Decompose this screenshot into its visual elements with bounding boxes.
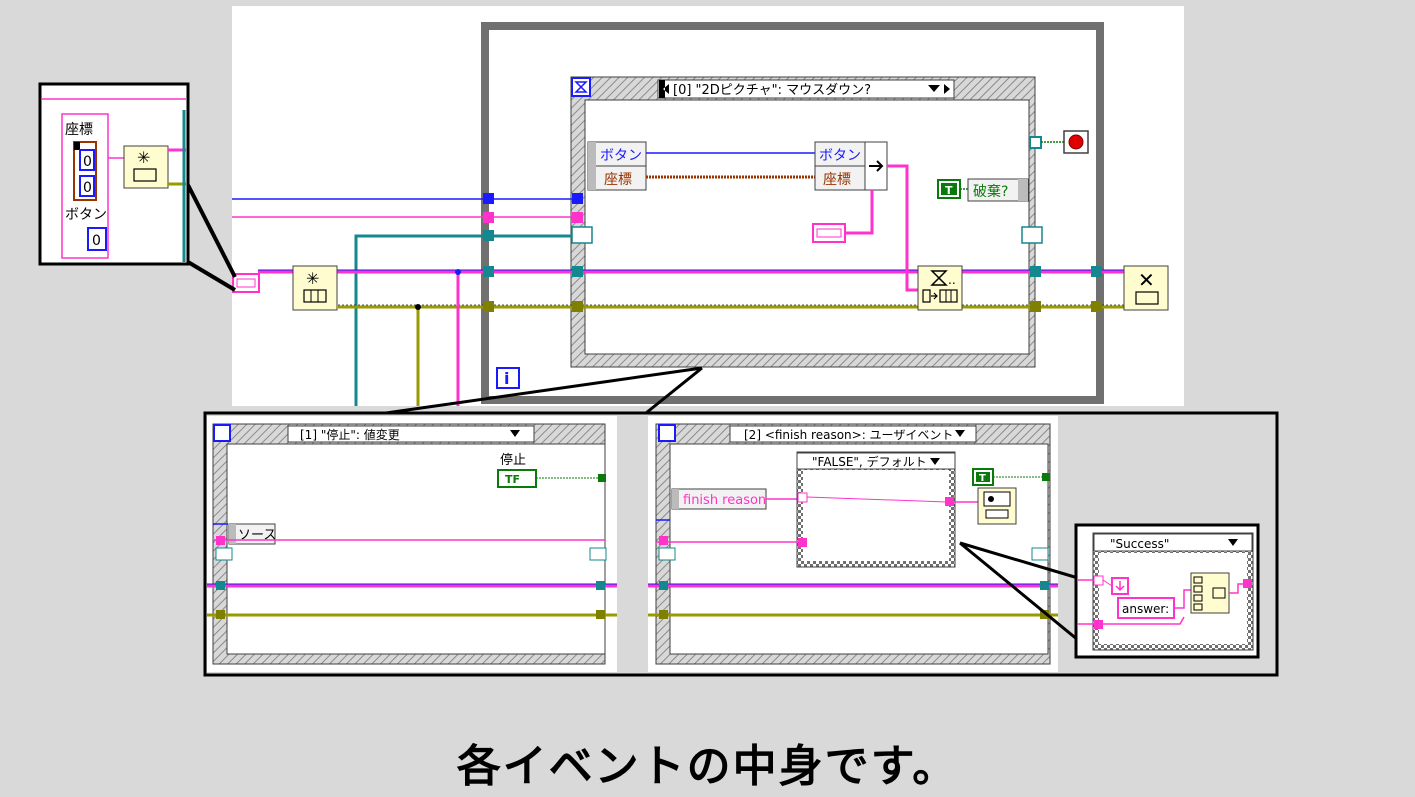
tunnel [483,230,494,241]
tunnel [483,266,494,277]
chevron-down-icon[interactable] [930,458,940,465]
answer-label: answer: [1122,602,1169,616]
svg-text:0: 0 [83,154,92,170]
chevron-down-icon[interactable] [510,430,520,437]
selector-right-arrow-icon[interactable] [944,84,950,94]
success-case-selector[interactable] [1093,533,1253,552]
tunnel [1030,266,1041,277]
discard-label: 破棄? [973,184,1008,200]
inset-button-label: ボタン [65,207,107,223]
event-selector-label: [0] "2Dピクチャ": マウスダウン? [673,83,871,98]
svg-text:0: 0 [92,233,101,249]
chevron-down-icon[interactable] [928,85,940,92]
tunnel [572,193,583,204]
tunnel [1091,301,1102,312]
tunnel [483,193,494,204]
svg-text:..: .. [948,273,956,287]
svg-text:TF: TF [505,473,520,486]
concatenate-node [1190,572,1230,614]
tunnel [483,212,494,223]
bundle-coord-label: 座標 [823,172,851,188]
hourglass-icon [658,424,676,442]
release-queue-node [1123,265,1169,311]
event-reg-icon [1021,226,1043,244]
bundle-button-label: ボタン [819,148,861,164]
finish-reason-label: finish reason [683,493,766,508]
stop-event-selector-label: [1] "停止": 値変更 [300,427,400,442]
cluster-constant [812,223,846,243]
event-selector[interactable] [657,79,955,99]
tunnel [1029,136,1042,149]
event-structure-interior [584,99,1030,355]
user-event-selector[interactable] [729,425,977,443]
event-reg-icon [571,226,593,244]
close-icon: ✕ [1138,268,1155,292]
svg-text:✳: ✳ [137,148,150,167]
iteration-terminal [496,367,520,389]
svg-text:T: T [945,184,953,197]
chevron-down-icon[interactable] [1228,539,1238,546]
svg-text:0: 0 [83,180,92,196]
obtain-queue-node [292,265,338,311]
stop-event-selector[interactable] [287,425,535,443]
coord-field-label: 座標 [604,172,632,188]
inset-coord-label: 座標 [65,122,93,138]
stop-icon [1068,134,1084,150]
teal-wire [354,234,578,406]
button-field-label: ボタン [600,148,642,164]
case-selector[interactable] [796,452,956,470]
success-case-label: "Success" [1110,537,1169,551]
svg-text:✳: ✳ [306,269,319,288]
tunnel [1030,301,1041,312]
case-selector-label: "FALSE", デフォルト [812,454,927,469]
stop-label: 停止 [500,452,526,468]
tunnel [572,266,583,277]
user-event-selector-label: [2] <finish reason>: ユーザイベント [744,428,953,442]
enqueue-element-node [917,265,963,311]
tunnel [572,301,583,312]
svg-text:T: T [979,473,986,484]
caption: 各イベントの中身です。 [456,741,959,792]
selector-left-arrow-icon[interactable] [659,80,669,98]
tunnel [483,301,494,312]
hourglass-icon [213,424,231,442]
chevron-down-icon[interactable] [955,430,965,437]
tunnel [1091,266,1102,277]
iteration-label: i [504,369,509,388]
tunnel [572,212,583,223]
